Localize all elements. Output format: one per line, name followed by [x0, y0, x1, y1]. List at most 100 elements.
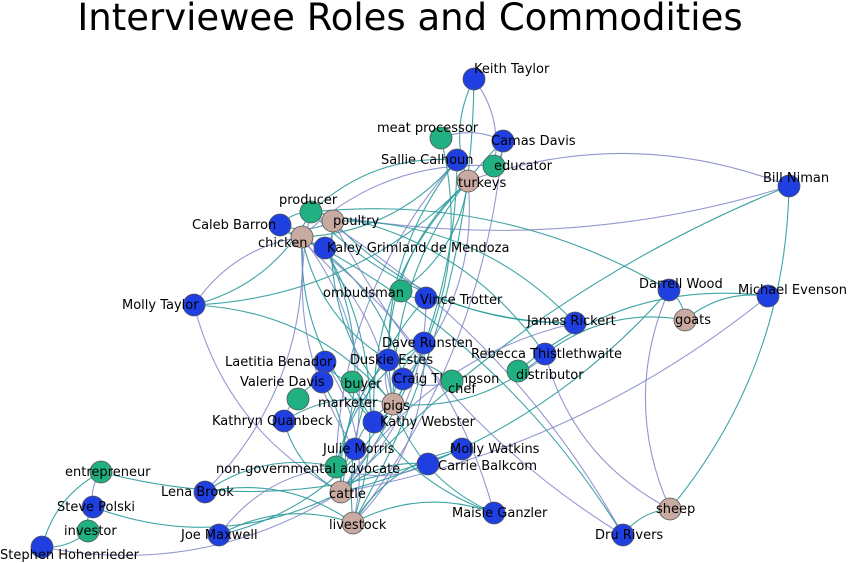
node-kaley[interactable]: Kaley Grimland de Mendoza: [313, 236, 509, 260]
node-valerie[interactable]: Valerie Davis: [240, 370, 334, 394]
node-circle-role[interactable]: [299, 200, 323, 224]
node-circle-person[interactable]: [563, 311, 587, 335]
edge-sallie-chicken: [301, 159, 458, 238]
node-circle-person[interactable]: [533, 342, 557, 366]
node-camas[interactable]: Camas Davis: [491, 129, 576, 153]
node-goats[interactable]: goats: [673, 308, 711, 332]
node-circle-person[interactable]: [272, 409, 296, 433]
node-circle-person[interactable]: [657, 278, 681, 302]
node-circle-person[interactable]: [310, 370, 334, 394]
node-julie[interactable]: Julie Morris: [322, 437, 395, 461]
node-dru[interactable]: Dru Rivers: [595, 523, 663, 547]
node-circle-person[interactable]: [491, 129, 515, 153]
node-circle-person[interactable]: [412, 331, 436, 355]
node-evenson[interactable]: Michael Evenson: [738, 283, 847, 308]
node-circle-person[interactable]: [343, 437, 367, 461]
node-circle-person[interactable]: [416, 452, 440, 476]
node-mollyw[interactable]: Molly Watkins: [450, 437, 540, 461]
node-chef[interactable]: chef: [440, 369, 476, 397]
node-rebecca[interactable]: Rebecca Thistlethwaite: [471, 342, 622, 366]
node-steve[interactable]: Steve Polski: [57, 495, 135, 519]
node-circle-person[interactable]: [777, 174, 801, 198]
node-circle-person[interactable]: [30, 535, 54, 559]
node-circle-person[interactable]: [462, 67, 486, 91]
node-circle-commodity[interactable]: [329, 480, 353, 504]
node-circle-person[interactable]: [391, 367, 415, 391]
node-circle-role[interactable]: [482, 154, 506, 178]
node-label: marketer: [318, 396, 378, 411]
node-circle-role[interactable]: [324, 455, 348, 479]
node-stephen[interactable]: Stephen Hohenrieder: [0, 535, 140, 563]
node-circle-person[interactable]: [193, 480, 217, 504]
node-circle-role[interactable]: [286, 387, 310, 411]
node-circle-person[interactable]: [182, 293, 206, 317]
node-label: Molly Watkins: [450, 442, 540, 457]
node-circle-commodity[interactable]: [290, 225, 314, 249]
node-circle-role[interactable]: [76, 519, 100, 543]
node-kathy[interactable]: Kathy Webster: [362, 410, 476, 434]
node-darrell[interactable]: Darrell Wood: [639, 277, 723, 302]
node-circle-commodity[interactable]: [456, 169, 480, 193]
node-marketer[interactable]: marketer: [286, 387, 378, 411]
node-buyer[interactable]: buyer: [340, 370, 382, 394]
node-carrie[interactable]: Carrie Balkcom: [416, 452, 537, 476]
node-keith[interactable]: Keith Taylor: [462, 62, 550, 91]
edge-dave-ngo: [335, 342, 425, 468]
node-circle-role[interactable]: [340, 370, 364, 394]
node-circle-person[interactable]: [611, 523, 635, 547]
node-circle-commodity[interactable]: [381, 392, 405, 416]
node-lena[interactable]: Lena Brook: [161, 480, 234, 504]
node-educator[interactable]: educator: [482, 154, 553, 178]
node-circle-person[interactable]: [81, 495, 105, 519]
node-james[interactable]: James Rickert: [526, 311, 616, 335]
node-turkeys[interactable]: turkeys: [456, 169, 506, 193]
node-cattle[interactable]: cattle: [329, 480, 366, 504]
node-circle-person[interactable]: [376, 348, 400, 372]
node-poultry[interactable]: poultry: [321, 209, 379, 233]
node-circle-person[interactable]: [207, 523, 231, 547]
node-chicken[interactable]: chicken: [258, 225, 314, 251]
node-circle-role[interactable]: [389, 279, 413, 303]
node-circle-person[interactable]: [482, 501, 506, 525]
node-circle-person[interactable]: [313, 236, 337, 260]
node-circle-commodity[interactable]: [341, 511, 365, 535]
node-sallie[interactable]: Sallie Calhoun: [381, 148, 474, 172]
node-circle-role[interactable]: [440, 369, 464, 393]
node-sheep[interactable]: sheep: [656, 497, 695, 521]
node-circle-role[interactable]: [89, 460, 113, 484]
node-label: sheep: [656, 502, 695, 517]
node-pigs[interactable]: pigs: [381, 392, 410, 416]
node-distributor[interactable]: distributor: [506, 359, 584, 383]
node-laetitia[interactable]: Laetitia Benador,: [225, 350, 337, 374]
node-livestock[interactable]: livestock: [329, 511, 387, 535]
node-caleb[interactable]: Caleb Barron: [192, 213, 292, 237]
node-duskie[interactable]: Duskie Estes: [350, 348, 433, 372]
node-maisie[interactable]: Maisie Ganzler: [452, 501, 548, 525]
node-label: Carrie Balkcom: [438, 459, 537, 474]
node-producer[interactable]: producer: [279, 193, 338, 224]
node-meatproc[interactable]: meat processor: [377, 121, 479, 150]
edge-rebecca-sheep: [544, 353, 671, 510]
node-circle-person[interactable]: [362, 410, 386, 434]
node-niman[interactable]: Bill Niman: [763, 171, 829, 198]
node-mollyt[interactable]: Molly Taylor: [122, 293, 206, 317]
node-circle-role[interactable]: [429, 126, 453, 150]
node-label: Julie Morris: [322, 442, 395, 457]
node-circle-commodity[interactable]: [321, 209, 345, 233]
node-kathryn[interactable]: Kathryn Quanbeck: [212, 409, 333, 433]
node-ngo[interactable]: non-governmental advocate: [216, 455, 400, 479]
node-circle-person[interactable]: [414, 286, 438, 310]
node-circle-person[interactable]: [756, 284, 780, 308]
node-entrepreneur[interactable]: entrepreneur: [65, 460, 151, 484]
node-ombudsman[interactable]: ombudsman: [323, 279, 413, 303]
node-circle-person[interactable]: [268, 213, 292, 237]
node-vince[interactable]: Vince Trotter: [414, 286, 503, 310]
node-circle-commodity[interactable]: [673, 308, 697, 332]
node-circle-person[interactable]: [450, 437, 474, 461]
node-circle-person[interactable]: [445, 148, 469, 172]
node-investor[interactable]: investor: [64, 519, 117, 543]
node-circle-role[interactable]: [506, 359, 530, 383]
node-joe[interactable]: Joe Maxwell: [180, 523, 258, 547]
node-dave[interactable]: Dave Runsten: [382, 331, 473, 355]
node-circle-commodity[interactable]: [658, 497, 682, 521]
